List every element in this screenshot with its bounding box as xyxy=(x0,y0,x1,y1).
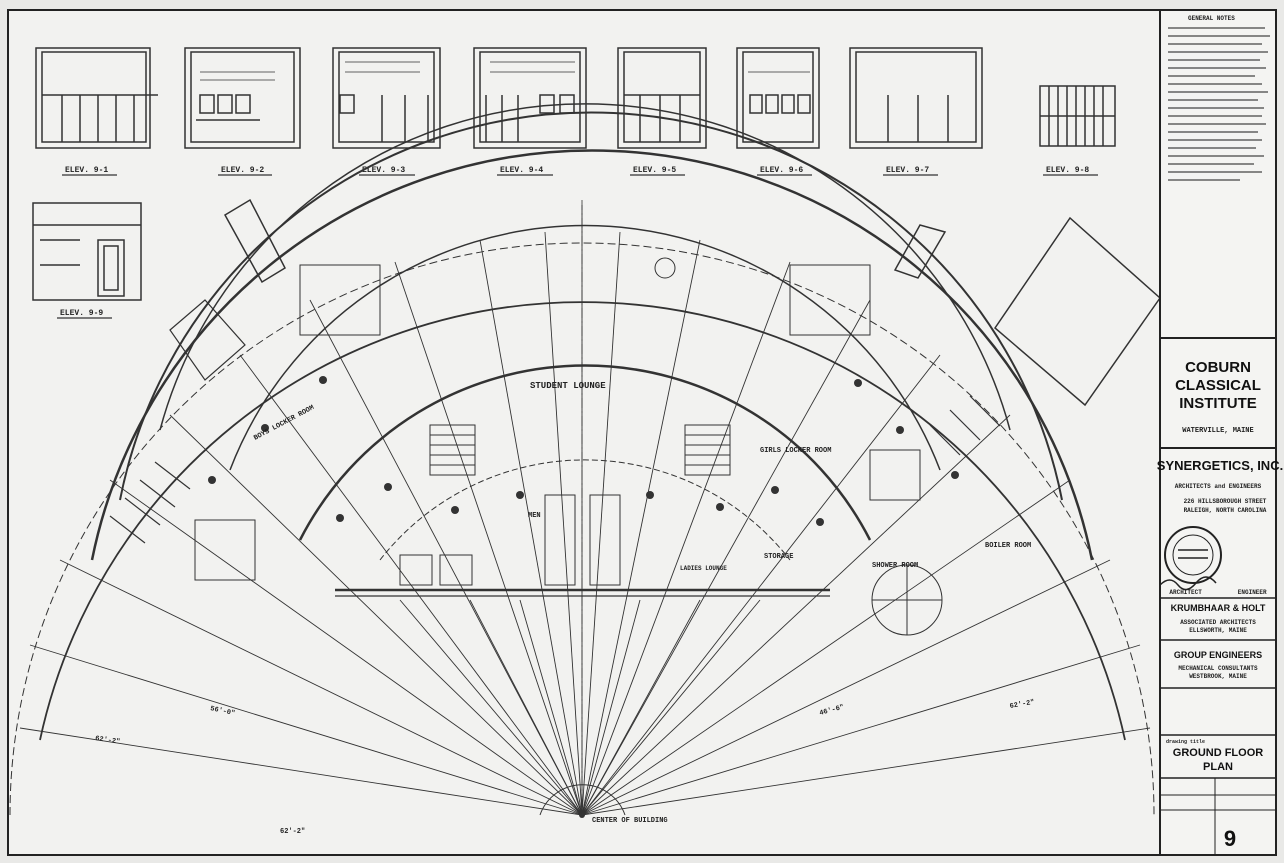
elevation-9-6 xyxy=(736,47,820,149)
sheet-border xyxy=(7,9,1277,856)
room-ladies-lounge: LADIES LOUNGE xyxy=(680,565,727,572)
elevation-9-1 xyxy=(35,47,158,149)
drawing-title-caption: drawing title xyxy=(1166,739,1205,745)
elevation-9-9 xyxy=(32,202,142,301)
center-of-building: CENTER OF BUILDING xyxy=(592,817,668,825)
assoc-name: KRUMBHAAR & HOLT xyxy=(1171,603,1266,613)
elevation-9-5 xyxy=(617,47,707,149)
elev-label-1: ELEV. 9-1 xyxy=(65,166,108,175)
school-name-2: CLASSICAL xyxy=(1175,377,1261,394)
elevation-labels: ELEV. 9-1 ELEV. 9-2 ELEV. 9-3 ELEV. 9-4 … xyxy=(60,166,1089,318)
room-men: MEN xyxy=(528,512,541,520)
elev-label-8: ELEV. 9-8 xyxy=(1046,166,1089,175)
room-storage: STORAGE xyxy=(764,553,793,561)
eng-sub-2: WESTBROOK, MAINE xyxy=(1189,673,1247,680)
sheet-number: 9 xyxy=(1224,826,1236,851)
school-name-3: INSTITUTE xyxy=(1179,395,1257,412)
eng-sub-1: MECHANICAL CONSULTANTS xyxy=(1178,665,1258,672)
school-location: WATERVILLE, MAINE xyxy=(1182,427,1253,435)
elev-label-4: ELEV. 9-4 xyxy=(500,166,543,175)
elevation-9-8 xyxy=(1039,85,1116,147)
room-student-lounge: STUDENT LOUNGE xyxy=(530,381,606,391)
elevations-row xyxy=(32,47,1116,301)
drawing-title-1: GROUND FLOOR xyxy=(1173,747,1263,759)
elev-label-2: ELEV. 9-2 xyxy=(221,166,264,175)
architect-seal xyxy=(1164,526,1222,584)
architect-engineer: ARCHITECT ENGINEER xyxy=(1169,589,1267,596)
floor-plan xyxy=(9,103,1161,818)
firm-address-2: RALEIGH, NORTH CAROLINA xyxy=(1184,507,1267,514)
firm-sub: ARCHITECTS and ENGINEERS xyxy=(1175,483,1262,490)
signature xyxy=(1159,576,1217,591)
school-name-1: COBURN xyxy=(1185,359,1251,376)
firm-name: SYNERGETICS, INC. xyxy=(1157,458,1283,473)
elev-label-5: ELEV. 9-5 xyxy=(633,166,676,175)
assoc-sub-1: ASSOCIATED ARCHITECTS xyxy=(1180,619,1256,626)
elev-label-7: ELEV. 9-7 xyxy=(886,166,929,175)
elev-label-3: ELEV. 9-3 xyxy=(362,166,405,175)
dim-5: 62'-2" xyxy=(280,828,305,836)
general-notes-heading: GENERAL NOTES xyxy=(1188,15,1235,22)
elevation-9-7 xyxy=(849,47,983,149)
elevation-9-2 xyxy=(184,47,301,149)
room-shower: SHOWER ROOM xyxy=(872,562,918,570)
elev-label-9: ELEV. 9-9 xyxy=(60,309,103,318)
elevation-9-3 xyxy=(332,47,441,149)
assoc-sub-2: ELLSWORTH, MAINE xyxy=(1189,627,1247,634)
elev-label-6: ELEV. 9-6 xyxy=(760,166,803,175)
dim-1: 62'-2" xyxy=(95,735,121,746)
eng-name: GROUP ENGINEERS xyxy=(1174,650,1262,660)
room-girls-locker: GIRLS LOCKER ROOM xyxy=(760,447,831,455)
firm-address-1: 226 HILLSBOROUGH STREET xyxy=(1184,498,1267,505)
drawing-title-2: PLAN xyxy=(1203,761,1233,773)
title-block: GENERAL NOTES COBURN CLASSICAL INSTITUTE… xyxy=(1157,9,1283,856)
room-boiler: BOILER ROOM xyxy=(985,542,1031,550)
